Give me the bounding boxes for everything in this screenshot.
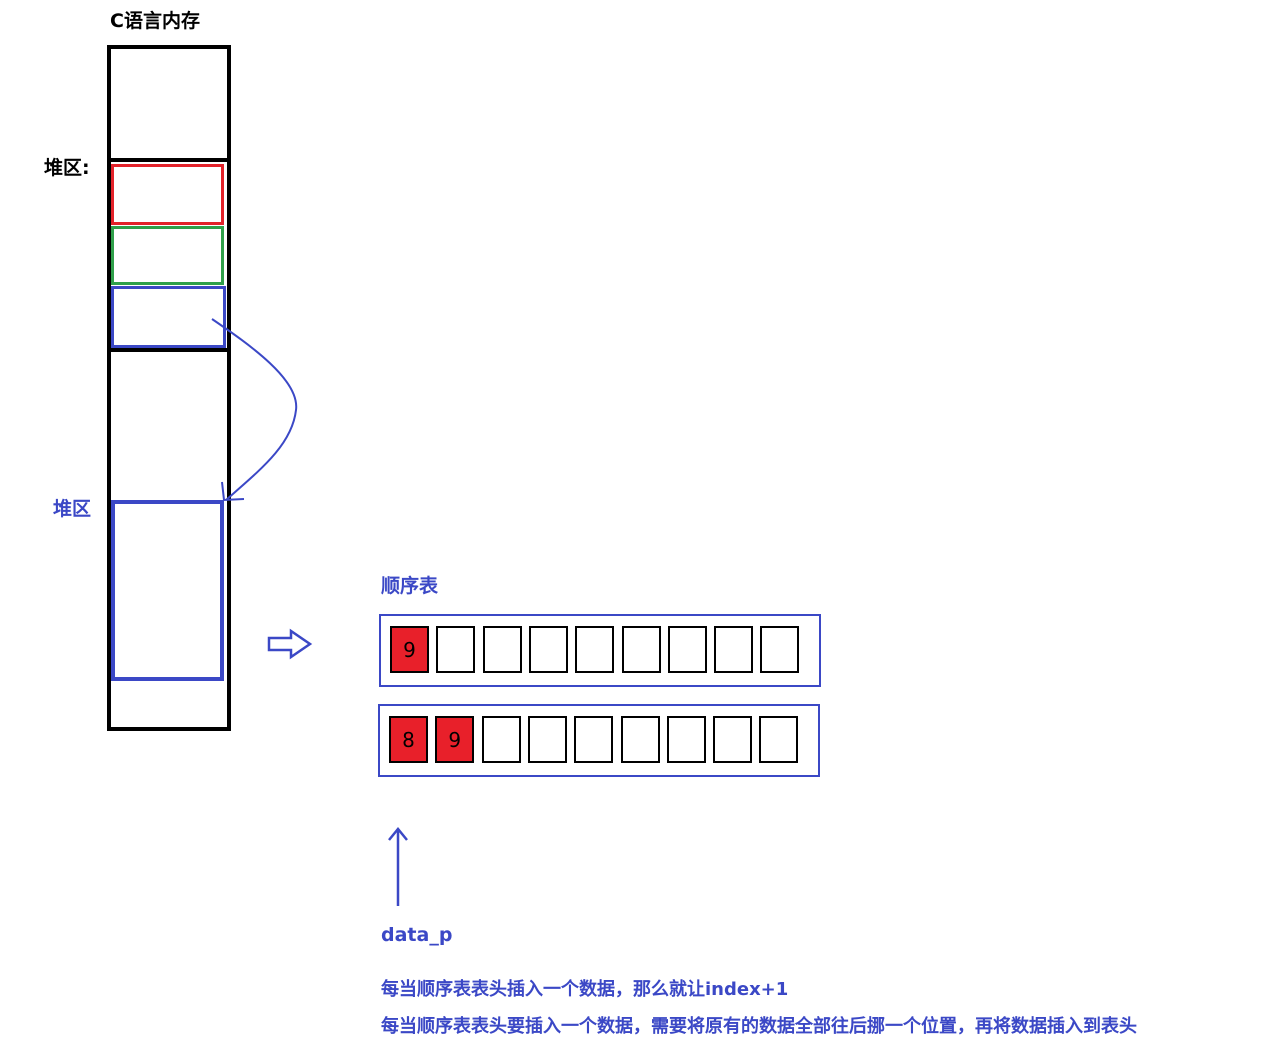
pointer-up-arrow-icon: [388, 827, 408, 906]
heap-block-red: [111, 164, 224, 225]
heap-block-green: [111, 226, 224, 285]
seq-list-row-1: 9: [379, 614, 821, 687]
array-cell-filled: 9: [390, 626, 429, 673]
array-cell-empty: [713, 716, 753, 763]
heap-label: 堆区:: [44, 157, 90, 179]
array-cell-filled: 8: [389, 716, 428, 763]
array-cell-empty: [666, 716, 706, 763]
array-cell-empty: [527, 716, 567, 763]
array-cell-empty: [528, 626, 568, 673]
pointer-label: data_p: [381, 924, 453, 946]
note-line-2: 每当顺序表表头要插入一个数据，需要将原有的数据全部往后挪一个位置，再将数据插入到…: [381, 1016, 1137, 1037]
allocated-block: [111, 500, 224, 681]
note-line-1: 每当顺序表表头插入一个数据，那么就让index+1: [381, 979, 789, 1000]
heap-label-blue: 堆区: [53, 498, 92, 520]
memory-column: [107, 45, 231, 731]
array-cell-empty: [574, 716, 614, 763]
array-cell-empty: [714, 626, 754, 673]
array-cell-empty: [575, 626, 615, 673]
heap-block-blue: [111, 286, 226, 348]
array-cell-empty: [481, 716, 521, 763]
array-cell-filled: 9: [435, 716, 475, 763]
array-cell-empty: [621, 626, 661, 673]
memory-title: C语言内存: [110, 10, 200, 32]
seq-list-title: 顺序表: [381, 575, 439, 597]
array-cell-empty: [436, 626, 476, 673]
array-cell-empty: [759, 716, 799, 763]
hollow-right-arrow-icon: [267, 628, 313, 660]
heap-region-box: [107, 158, 231, 352]
array-cell-empty: [620, 716, 660, 763]
array-cell-empty: [760, 626, 800, 673]
array-cell-empty: [482, 626, 522, 673]
array-cell-empty: [667, 626, 707, 673]
